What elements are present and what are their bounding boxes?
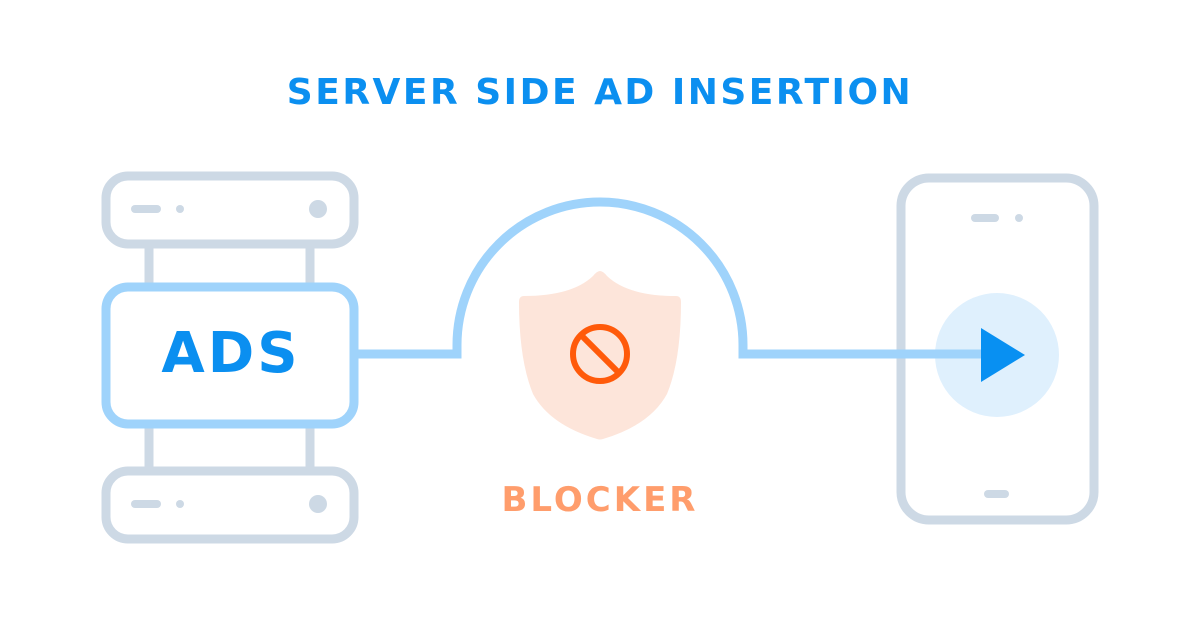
server-led-icon <box>309 495 327 513</box>
play-icon <box>981 328 1025 382</box>
server-led-small-icon <box>176 500 184 508</box>
diagram-title: SERVER SIDE AD INSERTION <box>286 72 914 113</box>
server-unit-bottom <box>101 466 359 544</box>
ad-delivery-path <box>354 197 985 359</box>
ad-blocker-shield <box>519 271 681 440</box>
server-led-icon <box>309 200 327 218</box>
blocker-label: BLOCKER <box>501 480 699 520</box>
ads-label: ADS <box>161 321 301 386</box>
server-led-small-icon <box>176 205 184 213</box>
server-unit-top <box>101 171 359 249</box>
prohibited-icon <box>570 324 630 384</box>
phone-camera-icon <box>1015 214 1023 222</box>
